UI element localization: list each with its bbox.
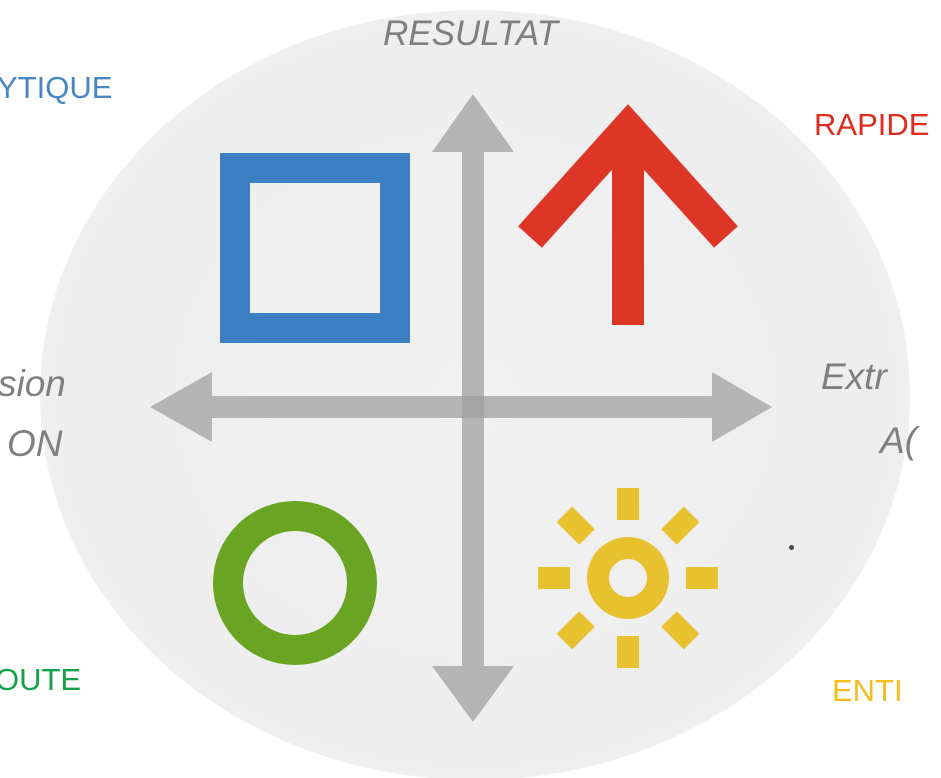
circle-icon bbox=[213, 501, 377, 665]
axis-label-left-line2: ON bbox=[7, 423, 63, 464]
square-icon bbox=[220, 153, 410, 343]
axis-label-left-line1: sion bbox=[0, 363, 66, 404]
sun-icon bbox=[538, 488, 718, 668]
quadrant-label-bottom-left: OUTE bbox=[0, 662, 82, 697]
sun-ray bbox=[661, 611, 700, 650]
horizontal-axis-arrow bbox=[150, 372, 772, 442]
quadrant-label-bottom-right: ENTI bbox=[832, 673, 903, 708]
quadrant-label-top-left: YTIQUE bbox=[0, 70, 113, 105]
axis-label-right-line2: A( bbox=[880, 420, 917, 461]
axis-label-right-line1: Extr bbox=[821, 356, 887, 397]
sun-ray bbox=[661, 506, 700, 545]
arrow-up-icon bbox=[518, 104, 738, 325]
axis-intersection bbox=[462, 396, 484, 418]
stray-dot bbox=[789, 545, 794, 550]
quadrant-label-top-right: RAPIDE bbox=[814, 107, 930, 142]
sun-ray bbox=[556, 506, 595, 545]
axis-label-result: RESULTAT bbox=[383, 14, 559, 53]
sun-ray bbox=[556, 611, 595, 650]
